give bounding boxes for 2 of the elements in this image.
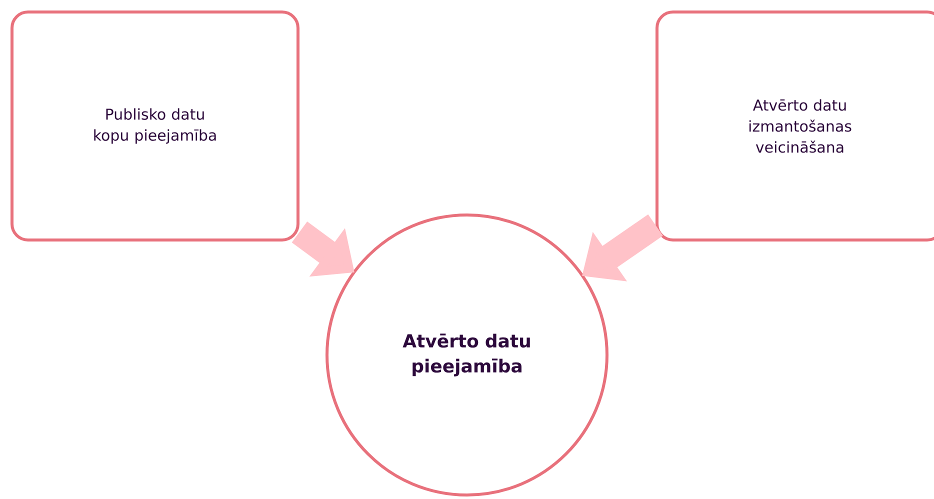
process-box: Atvērto datu izmantošanas veicināšana [656,10,934,242]
process-box: Publisko datu kopu pieejamība [10,10,300,242]
